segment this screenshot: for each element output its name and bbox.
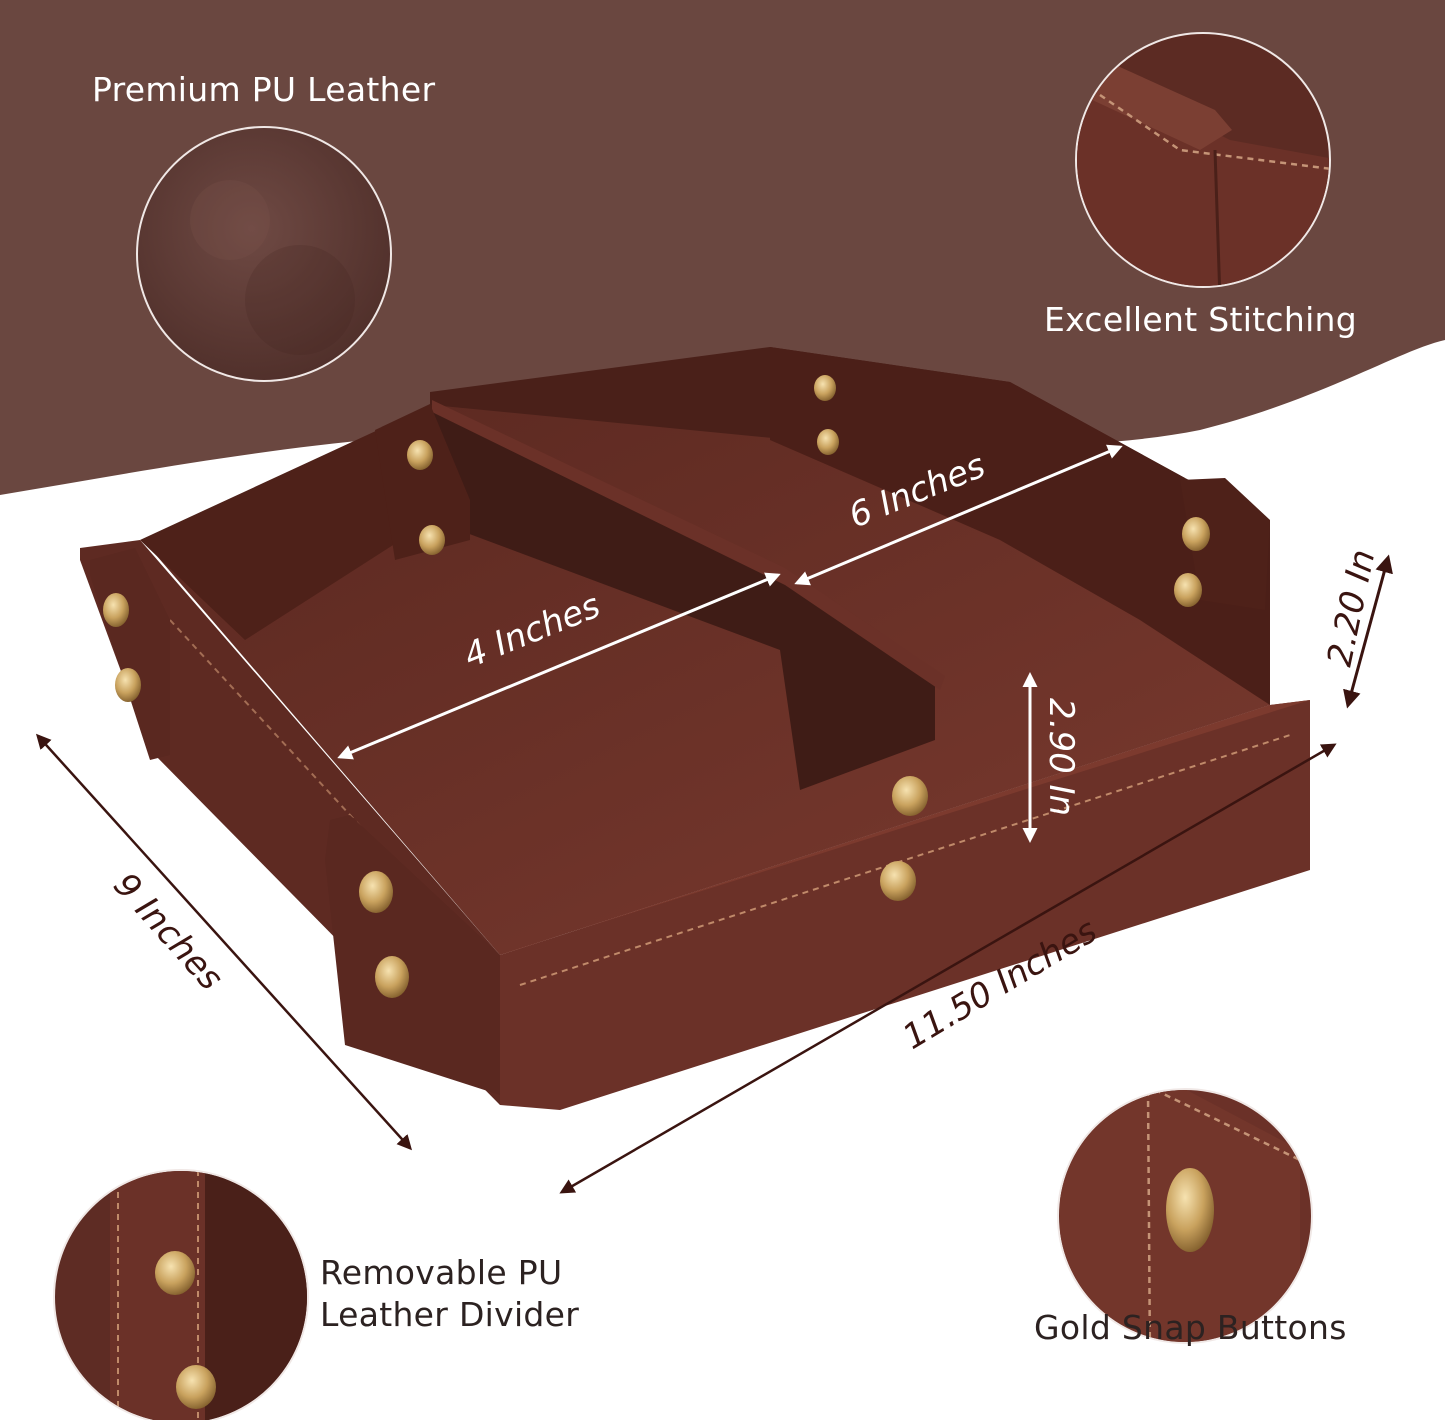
leather-tray [80, 347, 1310, 1110]
stitching-detail-circle [1075, 32, 1331, 288]
arrow-2-20-in [1343, 554, 1393, 709]
arrow-6-inches [794, 444, 1123, 586]
dim-label-9-inches: 9 Inches [105, 865, 230, 998]
label-premium-pu-leather: Premium PU Leather [92, 70, 436, 109]
label-removable-divider: Removable PU Leather Divider [320, 1252, 579, 1336]
dimension-arrows [35, 444, 1393, 1194]
label-removable-divider-line2: Leather Divider [320, 1295, 580, 1334]
label-excellent-stitching: Excellent Stitching [1044, 300, 1358, 339]
dim-label-2-90-in: 2.90 In [1041, 698, 1081, 816]
arrow-11-50-inches [559, 743, 1337, 1194]
divider-detail-circle [53, 1169, 309, 1420]
arrow-9-inches [35, 733, 413, 1151]
leather-texture-circle [136, 126, 392, 382]
label-gold-snap-buttons: Gold Snap Buttons [1034, 1308, 1347, 1347]
snap-button-detail-circle [1057, 1088, 1313, 1344]
arrow-4-inches [337, 572, 781, 760]
label-removable-divider-line1: Removable PU [320, 1253, 563, 1292]
